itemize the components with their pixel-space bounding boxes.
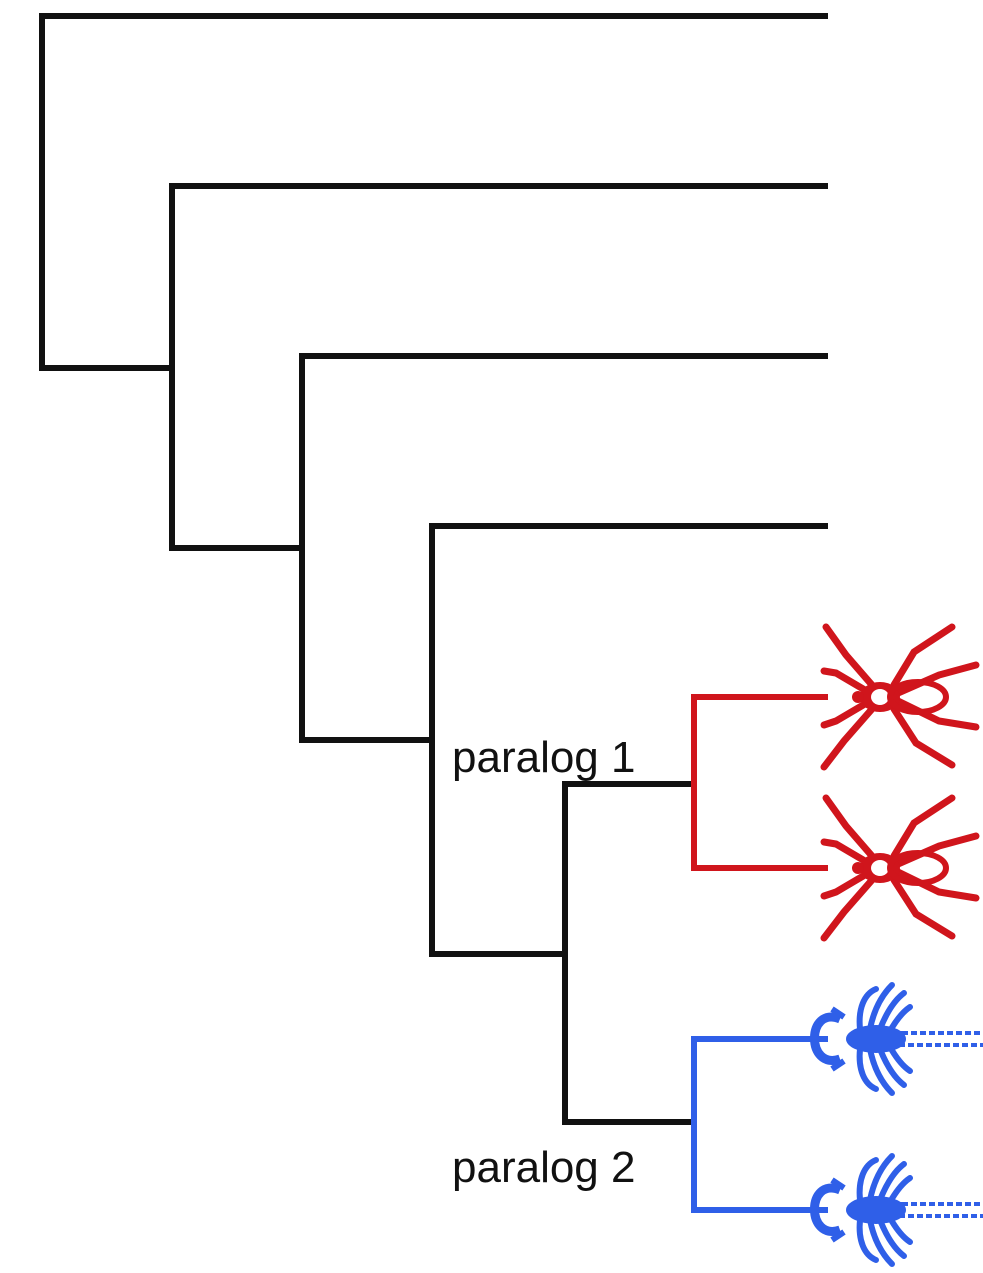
paralog-2-branch (691, 1036, 828, 1213)
root-node-branch (39, 13, 828, 371)
duplication-node-branch (562, 781, 697, 1125)
paralog-2-label: paralog 2 (452, 1143, 635, 1192)
paralog-2-clade (691, 985, 983, 1264)
node-3-branch (299, 353, 828, 743)
spider-icon (824, 627, 976, 767)
node-4-branch (429, 523, 828, 957)
node-2-branch (169, 183, 828, 551)
scorpion-icon (815, 985, 983, 1093)
spider-icon (824, 798, 976, 938)
tree-backbone (39, 13, 828, 1125)
paralog-1-branch (691, 694, 828, 871)
paralog-1-clade (691, 627, 976, 938)
scorpion-icon (815, 1156, 983, 1264)
paralog-1-label: paralog 1 (452, 733, 635, 782)
